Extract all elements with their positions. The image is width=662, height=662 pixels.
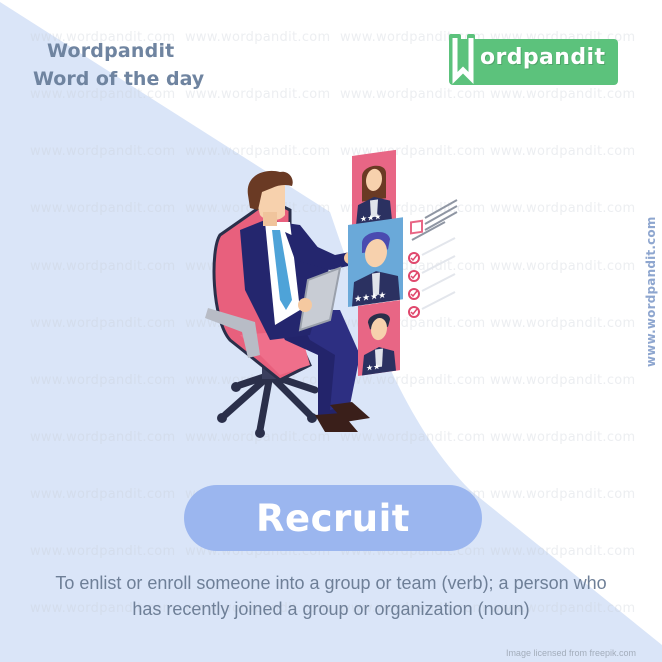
definition-line-2: has recently joined a group or organizat… [132, 599, 530, 619]
word-term: Recruit [256, 496, 410, 540]
logo-background [449, 39, 618, 85]
brand-title: Wordpandit [47, 40, 175, 62]
definition-line-1: To enlist or enroll someone into a group… [55, 573, 607, 593]
svg-text:★★★: ★★★ [360, 212, 381, 224]
checklist-icon [408, 199, 458, 318]
profile-card-female: ★★★ [352, 149, 396, 226]
word-definition: To enlist or enroll someone into a group… [0, 570, 662, 622]
wordpandit-logo[interactable]: ordpandit [449, 34, 618, 85]
logo-text: ordpandit [480, 45, 606, 70]
svg-text:★★: ★★ [366, 362, 380, 373]
recruiter-illustration: ★★★ ★★★★ ★★ [205, 149, 458, 438]
image-credit: Image licensed from freepik.com [505, 648, 636, 658]
bookmark-w-icon [449, 34, 475, 85]
brand-subtitle: Word of the day [33, 68, 205, 90]
profile-card-male-highlighted: ★★★★ [348, 217, 403, 307]
svg-text:★★★★: ★★★★ [354, 291, 386, 305]
profile-card-male: ★★ [358, 300, 400, 376]
side-url[interactable]: www.wordpandit.com [644, 216, 658, 367]
word-pill: Recruit [184, 485, 482, 551]
